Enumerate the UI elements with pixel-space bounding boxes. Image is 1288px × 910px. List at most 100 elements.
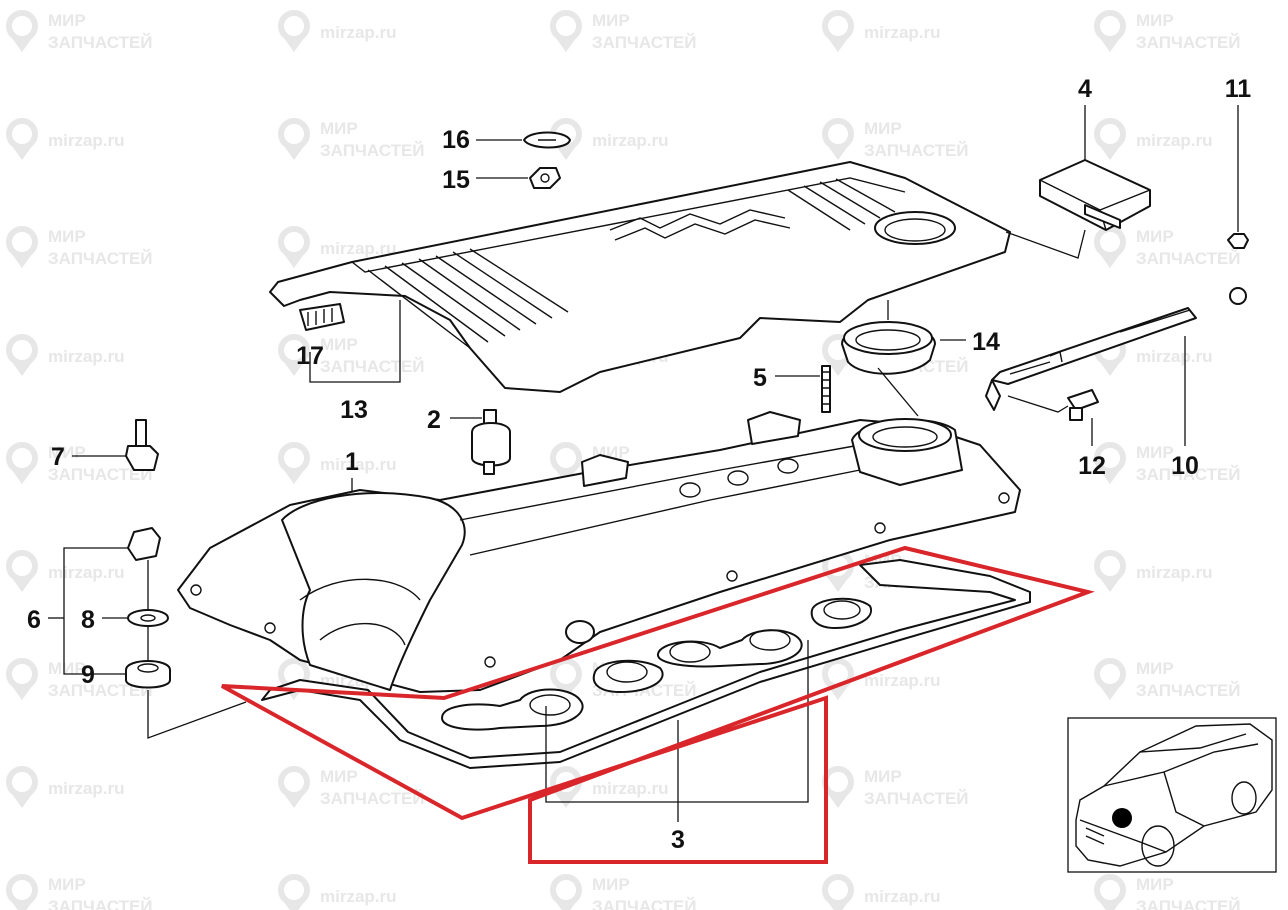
watermark-brand: МИР ЗАПЧАСТЕЙ bbox=[278, 334, 425, 376]
location-pin-icon bbox=[278, 226, 310, 268]
callout-12[interactable]: 12 bbox=[1078, 452, 1106, 480]
watermark-brand: МИР ЗАПЧАСТЕЙ bbox=[1094, 658, 1241, 700]
svg-text:ЗАПЧАСТЕЙ: ЗАПЧАСТЕЙ bbox=[320, 357, 425, 376]
location-pin-icon bbox=[278, 118, 310, 160]
svg-text:МИР: МИР bbox=[864, 767, 902, 786]
ground-strap bbox=[985, 287, 1247, 411]
callout-3[interactable]: 3 bbox=[671, 826, 685, 854]
svg-text:mirzap.ru: mirzap.ru bbox=[592, 779, 669, 798]
svg-text:МИР: МИР bbox=[592, 875, 630, 894]
callout-5[interactable]: 5 bbox=[753, 364, 767, 392]
location-pin-icon bbox=[6, 442, 38, 484]
location-pin-icon bbox=[1094, 118, 1126, 160]
location-pin-icon bbox=[6, 874, 38, 910]
location-pin-icon bbox=[1094, 874, 1126, 910]
location-pin-icon bbox=[278, 766, 310, 808]
hardware bbox=[125, 131, 1249, 689]
callout-14[interactable]: 14 bbox=[972, 328, 1000, 356]
location-pin-icon bbox=[6, 658, 38, 700]
svg-text:МИР: МИР bbox=[1136, 227, 1174, 246]
leader-lines bbox=[48, 105, 1239, 822]
location-pin-icon bbox=[550, 874, 582, 910]
callout-15[interactable]: 15 bbox=[442, 166, 470, 194]
callout-9[interactable]: 9 bbox=[81, 661, 95, 689]
watermark-domain: mirzap.ru bbox=[6, 550, 125, 592]
svg-text:ЗАПЧАСТЕЙ: ЗАПЧАСТЕЙ bbox=[48, 465, 153, 484]
watermark-domain: mirzap.ru bbox=[1094, 550, 1213, 592]
trim-ribs bbox=[367, 178, 896, 349]
svg-text:mirzap.ru: mirzap.ru bbox=[592, 131, 669, 150]
location-pin-icon bbox=[6, 766, 38, 808]
gasket-set bbox=[261, 559, 1031, 769]
svg-text:mirzap.ru: mirzap.ru bbox=[864, 671, 941, 690]
callout-4[interactable]: 4 bbox=[1078, 75, 1092, 103]
oil-filler-cap bbox=[1039, 159, 1151, 231]
location-pin-icon bbox=[6, 118, 38, 160]
callout-1[interactable]: 1 bbox=[345, 448, 359, 476]
svg-text:mirzap.ru: mirzap.ru bbox=[864, 887, 941, 906]
svg-text:МИР: МИР bbox=[48, 659, 86, 678]
svg-text:mirzap.ru: mirzap.ru bbox=[320, 239, 397, 258]
svg-text:mirzap.ru: mirzap.ru bbox=[320, 887, 397, 906]
callout-17[interactable]: 17 bbox=[296, 342, 324, 370]
svg-text:МИР: МИР bbox=[1136, 659, 1174, 678]
callout-16[interactable]: 16 bbox=[442, 126, 470, 154]
locator-inset bbox=[1067, 717, 1277, 873]
location-pin-icon bbox=[822, 10, 854, 52]
watermark-domain: mirzap.ru bbox=[6, 334, 125, 376]
svg-text:mirzap.ru: mirzap.ru bbox=[864, 23, 941, 42]
svg-text:МИР: МИР bbox=[320, 335, 358, 354]
watermark-domain: mirzap.ru bbox=[278, 226, 397, 268]
location-pin-icon bbox=[278, 10, 310, 52]
location-pin-icon bbox=[822, 874, 854, 910]
svg-text:МИР: МИР bbox=[1136, 875, 1174, 894]
svg-text:ЗАПЧАСТЕЙ: ЗАПЧАСТЕЙ bbox=[320, 141, 425, 160]
svg-text:МИР: МИР bbox=[320, 767, 358, 786]
callout-6[interactable]: 6 bbox=[27, 606, 41, 634]
svg-text:mirzap.ru: mirzap.ru bbox=[1136, 563, 1213, 582]
svg-text:МИР: МИР bbox=[48, 227, 86, 246]
callout-13[interactable]: 13 bbox=[340, 396, 368, 424]
svg-text:mirzap.ru: mirzap.ru bbox=[1136, 131, 1213, 150]
watermark-domain: mirzap.ru bbox=[278, 442, 397, 484]
location-pin-icon bbox=[278, 334, 310, 376]
svg-text:ЗАПЧАСТЕЙ: ЗАПЧАСТЕЙ bbox=[864, 141, 969, 160]
svg-text:ЗАПЧАСТЕЙ: ЗАПЧАСТЕЙ bbox=[48, 249, 153, 268]
watermark-domain: mirzap.ru bbox=[278, 874, 397, 910]
svg-text:МИР: МИР bbox=[320, 119, 358, 138]
svg-text:ЗАПЧАСТЕЙ: ЗАПЧАСТЕЙ bbox=[48, 681, 153, 700]
callout-labels: 1 2 3 4 5 6 7 8 9 10 11 12 13 14 15 16 1… bbox=[27, 75, 1251, 854]
location-pin-icon bbox=[1094, 658, 1126, 700]
svg-text:ЗАПЧАСТЕЙ: ЗАПЧАСТЕЙ bbox=[320, 789, 425, 808]
callout-10[interactable]: 10 bbox=[1171, 452, 1199, 480]
watermark-domain: mirzap.ru bbox=[822, 10, 941, 52]
location-pin-icon bbox=[1094, 442, 1126, 484]
callout-11[interactable]: 11 bbox=[1225, 75, 1252, 103]
callout-2[interactable]: 2 bbox=[427, 406, 441, 434]
svg-text:ЗАПЧАСТЕЙ: ЗАПЧАСТЕЙ bbox=[48, 897, 153, 910]
location-pin-icon bbox=[550, 10, 582, 52]
svg-text:ЗАПЧАСТЕЙ: ЗАПЧАСТЕЙ bbox=[48, 33, 153, 52]
svg-text:ЗАПЧАСТЕЙ: ЗАПЧАСТЕЙ bbox=[1136, 465, 1241, 484]
svg-text:mirzap.ru: mirzap.ru bbox=[48, 563, 125, 582]
watermark-domain: mirzap.ru bbox=[6, 118, 125, 160]
location-pin-icon bbox=[6, 550, 38, 592]
location-pin-icon bbox=[1094, 226, 1126, 268]
watermark-domain: mirzap.ru bbox=[1094, 118, 1213, 160]
svg-text:ЗАПЧАСТЕЙ: ЗАПЧАСТЕЙ bbox=[592, 33, 697, 52]
location-pin-icon bbox=[6, 226, 38, 268]
svg-text:mirzap.ru: mirzap.ru bbox=[48, 347, 125, 366]
svg-text:ЗАПЧАСТЕЙ: ЗАПЧАСТЕЙ bbox=[1136, 681, 1241, 700]
callout-7[interactable]: 7 bbox=[51, 443, 65, 471]
location-pin-icon bbox=[6, 334, 38, 376]
valve-cover bbox=[177, 411, 1021, 693]
location-pin-icon bbox=[822, 118, 854, 160]
callout-8[interactable]: 8 bbox=[81, 606, 95, 634]
car-location-icon bbox=[1075, 723, 1273, 867]
